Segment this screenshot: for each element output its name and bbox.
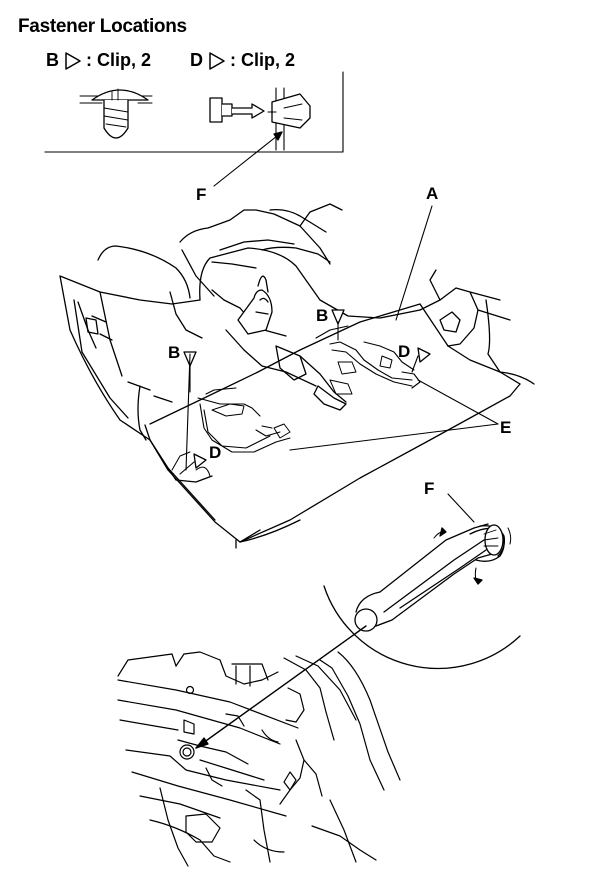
floor-details: [171, 355, 393, 477]
legend-clip-d: D : Clip, 2: [190, 50, 295, 71]
legend-b-text: : Clip, 2: [86, 50, 152, 70]
leader-lines: [179, 205, 499, 475]
callout-d-right: D: [398, 342, 411, 361]
legend-d-text: : Clip, 2: [230, 50, 296, 70]
legend-b-letter: B: [46, 50, 59, 70]
callout-f-detail: F: [424, 479, 435, 498]
legend-clip-b: B : Clip, 2: [46, 50, 151, 71]
clip-d-illustration: [209, 87, 311, 151]
clip-b-right-marker: [331, 309, 345, 325]
callout-f-top: F: [196, 185, 207, 204]
page-title: Fastener Locations: [18, 16, 187, 37]
grommet-detail: [323, 493, 521, 670]
callout-b-left: B: [168, 343, 181, 362]
center-tunnel: [181, 246, 347, 411]
clip-b-illustration: [79, 88, 153, 139]
callout-d-left: D: [209, 443, 222, 462]
triangle-icon: [65, 51, 81, 70]
callout-a: A: [426, 184, 439, 203]
clip-d-right-marker: [417, 347, 431, 363]
legend-d-letter: D: [190, 50, 203, 70]
upper-structure: [179, 203, 535, 385]
triangle-icon: [209, 51, 225, 70]
callout-e: E: [500, 418, 512, 437]
callout-b-right: B: [316, 306, 329, 325]
front-left-carpet: [77, 245, 203, 441]
legend-box: [44, 71, 344, 153]
lower-panel-view: [117, 651, 401, 867]
clip-d-left-marker: [193, 453, 207, 469]
wire-harness: [197, 325, 421, 453]
